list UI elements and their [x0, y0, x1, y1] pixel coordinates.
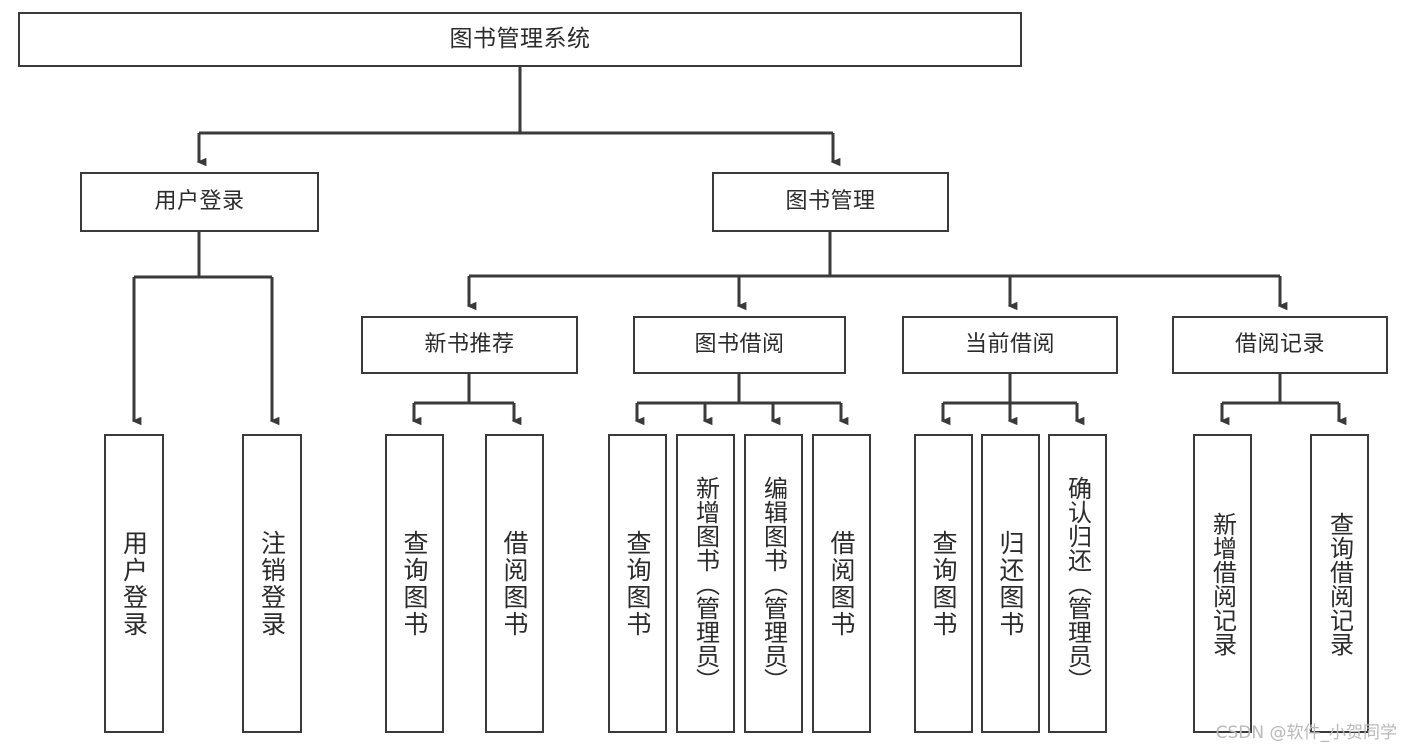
- leaf-add-borrow-record[interactable]: 新增借阅记录: [1193, 434, 1252, 733]
- leaf-query-borrow-record[interactable]: 查询借阅记录: [1310, 434, 1369, 733]
- node-label: 查询图书: [400, 529, 429, 638]
- leaf-edit-book-admin[interactable]: 编辑图书（管理员）: [744, 434, 803, 733]
- node-label: 图书管理系统: [449, 25, 591, 52]
- node-label: 图书借阅: [694, 332, 785, 358]
- node-label: 新增借阅记录: [1208, 511, 1237, 656]
- node-label: 查询图书: [623, 529, 652, 638]
- node-label: 归还图书: [996, 529, 1025, 638]
- node-borrowing-records[interactable]: 借阅记录: [1172, 316, 1388, 374]
- node-label: 用户登录: [119, 529, 149, 638]
- node-label: 查询图书: [929, 529, 958, 638]
- node-new-book-recommendation[interactable]: 新书推荐: [361, 316, 578, 374]
- leaf-query-books-recommend[interactable]: 查询图书: [385, 434, 444, 733]
- node-label: 借阅图书: [500, 529, 529, 638]
- node-label: 查询借阅记录: [1325, 511, 1354, 656]
- node-root-book-management-system[interactable]: 图书管理系统: [18, 12, 1022, 67]
- node-label: 编辑图书（管理员）: [759, 475, 788, 692]
- leaf-return-books[interactable]: 归还图书: [981, 434, 1040, 733]
- node-current-borrowing[interactable]: 当前借阅: [902, 316, 1118, 374]
- leaf-add-book-admin[interactable]: 新增图书（管理员）: [676, 434, 735, 733]
- leaf-borrow-books[interactable]: 借阅图书: [812, 434, 871, 733]
- node-label: 当前借阅: [964, 332, 1055, 358]
- node-book-management[interactable]: 图书管理: [712, 172, 949, 232]
- leaf-borrow-books-recommend[interactable]: 借阅图书: [485, 434, 544, 733]
- node-user-login[interactable]: 用户登录: [80, 172, 319, 232]
- node-label: 新书推荐: [424, 332, 515, 358]
- leaf-user-login[interactable]: 用户登录: [104, 434, 164, 733]
- node-label: 确认归还（管理员）: [1063, 475, 1092, 692]
- node-label: 注销登录: [257, 529, 287, 638]
- csdn-watermark: CSDN @软件_小贺同学: [1215, 723, 1397, 743]
- leaf-query-books-current[interactable]: 查询图书: [914, 434, 973, 733]
- node-label: 借阅图书: [827, 529, 856, 638]
- node-label: 图书管理: [785, 189, 876, 215]
- leaf-query-books-borrow[interactable]: 查询图书: [608, 434, 667, 733]
- node-label: 用户登录: [154, 189, 245, 215]
- node-label: 借阅记录: [1234, 332, 1325, 358]
- node-label: 新增图书（管理员）: [691, 475, 720, 692]
- leaf-confirm-return-admin[interactable]: 确认归还（管理员）: [1048, 434, 1107, 733]
- leaf-logout[interactable]: 注销登录: [242, 434, 302, 733]
- node-book-borrowing[interactable]: 图书借阅: [633, 316, 846, 374]
